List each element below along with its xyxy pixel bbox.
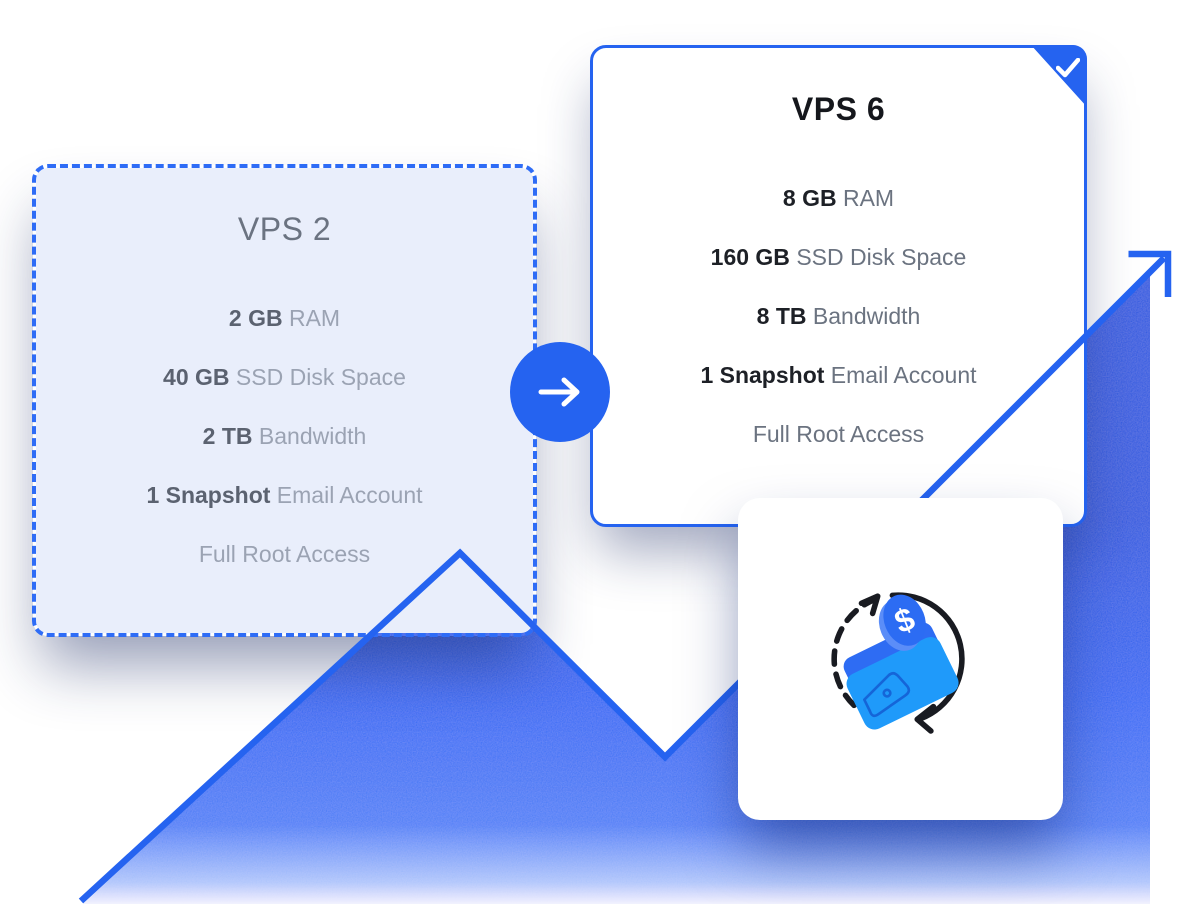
upgrade-arrow-button[interactable]: [510, 342, 610, 442]
plan-title: VPS 2: [237, 211, 332, 247]
spec-row: 2 TB Bandwidth: [202, 423, 367, 449]
spec-row: 2 GB RAM: [228, 305, 341, 331]
arrow-right-icon: [538, 377, 580, 407]
spec-row: 40 GB SSD Disk Space: [163, 364, 406, 390]
wallet-money-cycle-icon: $: [830, 592, 965, 734]
checkmark-icon: [1056, 58, 1080, 78]
spec-row: 8 TB Bandwidth: [756, 303, 921, 329]
plan-title: VPS 6: [791, 91, 886, 127]
vps-plan-card-current: VPS 2 2 GB RAM 40 GB SSD Disk Space 2 TB…: [32, 164, 537, 637]
spec-row: 1 Snapshot Email Account: [146, 482, 423, 508]
plan-spec-list: 8 GB RAM 160 GB SSD Disk Space 8 TB Band…: [593, 186, 1084, 446]
spec-row: 160 GB SSD Disk Space: [710, 244, 967, 270]
spec-row: 1 Snapshot Email Account: [700, 362, 977, 388]
money-back-card: $: [738, 498, 1063, 820]
plan-spec-list: 2 GB RAM 40 GB SSD Disk Space 2 TB Bandw…: [36, 306, 533, 566]
spec-row: Full Root Access: [198, 541, 371, 567]
spec-row: Full Root Access: [752, 421, 925, 447]
spec-row: 8 GB RAM: [782, 185, 895, 211]
vps-plan-card-upgrade: VPS 6 8 GB RAM 160 GB SSD Disk Space 8 T…: [590, 45, 1087, 527]
